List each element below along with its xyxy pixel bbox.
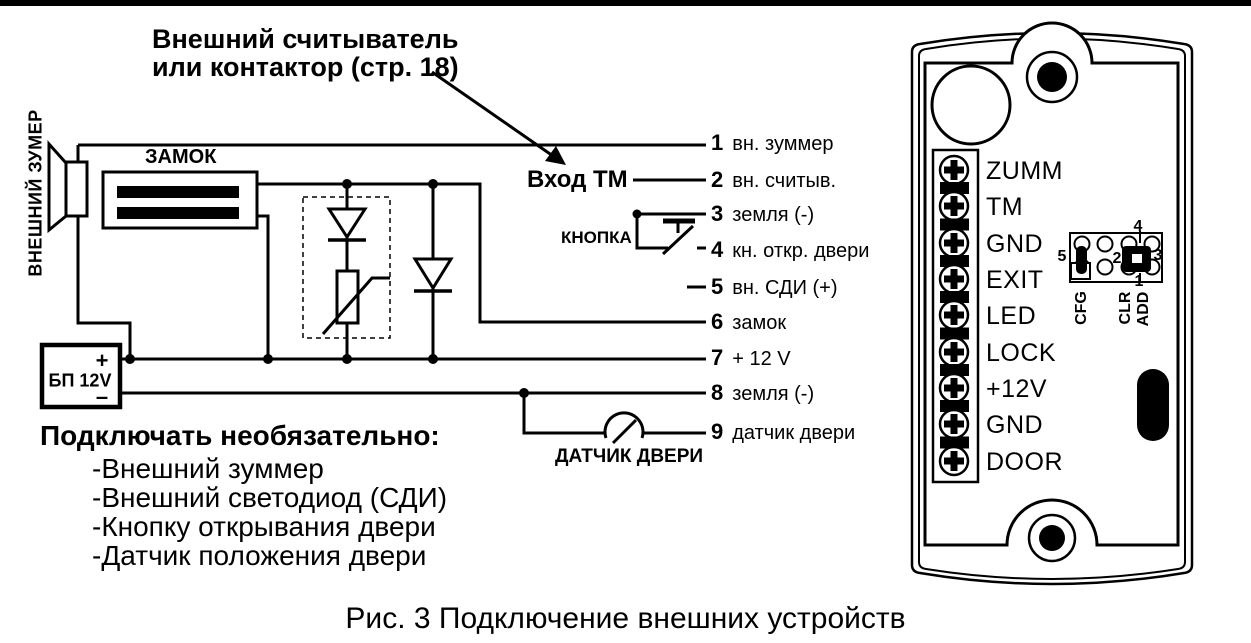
terminal-number: 8 <box>711 380 724 405</box>
terminal-number: 7 <box>711 345 724 370</box>
terminal-label: вн. зуммер <box>732 133 834 155</box>
jumper-label-add: ADD <box>1135 291 1152 327</box>
top-rule <box>0 0 1251 6</box>
board-label-zumm: ZUMM <box>986 157 1063 185</box>
board-label-lock: LOCK <box>986 339 1057 367</box>
callout-line1: Внешний считыватель <box>152 24 459 54</box>
terminal-screws <box>938 154 970 477</box>
optional-note-item: -Внешний зуммер <box>92 453 324 484</box>
terminal-row-6: 6 замок <box>711 309 786 335</box>
schematic-wires <box>76 143 706 435</box>
jumper-pin-1: 1 <box>1134 273 1144 290</box>
terminal-row-9: 9 датчик двери <box>711 419 855 445</box>
board-label-exit: EXIT <box>986 266 1044 294</box>
protection-circuit <box>302 184 454 359</box>
jumper-pin-4: 4 <box>1133 218 1143 235</box>
jumper-pin-3: 3 <box>1153 247 1163 264</box>
terminal-row-3: 3 земля (-) <box>711 201 814 227</box>
board-label-gnd2: GND <box>986 411 1044 439</box>
terminal-number: 5 <box>711 274 724 299</box>
junction-dots <box>125 179 529 398</box>
terminal-number: 3 <box>711 201 724 226</box>
jumper-header <box>1069 231 1163 283</box>
jumper-pin-2: 2 <box>1112 250 1122 267</box>
optional-note-item: -Внешний светодиод (СДИ) <box>92 482 448 513</box>
lock-label: ЗАМОК <box>145 146 217 168</box>
terminal-number: 1 <box>711 130 724 155</box>
terminal-label: замок <box>732 312 787 334</box>
mount-screw-top <box>1025 50 1079 104</box>
psu-label: БП 12V <box>48 370 112 391</box>
terminal-row-5: 5 вн. СДИ (+) <box>711 274 838 300</box>
optional-note-item: -Датчик положения двери <box>92 540 427 571</box>
button-symbol <box>632 209 706 256</box>
terminal-label: кн. откр. двери <box>732 240 870 262</box>
door-sensor-label: ДАТЧИК ДВЕРИ <box>555 446 704 467</box>
optional-note-item: -Кнопку открывания двери <box>92 511 436 542</box>
terminal-row-8: 8 земля (-) <box>711 380 814 406</box>
figure-caption: Рис. 3 Подключение внешних устройств <box>345 602 906 635</box>
board-label-door: DOOR <box>986 448 1063 476</box>
psu-box <box>39 342 123 410</box>
controller-board <box>910 21 1194 586</box>
terminal-label: земля (-) <box>732 204 815 226</box>
external-buzzer-label: ВНЕШНИЙ ЗУМЕР <box>25 109 46 277</box>
callout-arrow <box>431 70 566 165</box>
terminal-number: 4 <box>711 237 724 262</box>
led-slot <box>1137 369 1169 441</box>
jumper-cap-cfg <box>1076 246 1087 274</box>
jumper-label-clr: CLR <box>1117 291 1134 325</box>
jumper-pin-5: 5 <box>1057 248 1067 265</box>
terminal-row-2: 2 вн. считыв. <box>711 167 836 193</box>
terminal-label: земля (-) <box>732 383 815 405</box>
callout-line2: или контактор (стр. 18) <box>152 52 459 82</box>
terminal-label: вн. СДИ (+) <box>732 277 838 299</box>
terminal-number: 6 <box>711 309 724 334</box>
door-sensor-symbol <box>603 411 645 445</box>
terminal-row-7: 7 + 12 V <box>711 345 791 371</box>
mount-screw-bottom <box>1027 513 1077 563</box>
terminal-number: 9 <box>711 419 724 444</box>
optional-note-header: Подключать необязательно: <box>40 420 440 451</box>
pcb-outline <box>923 21 1180 547</box>
psu-minus-sign: – <box>95 384 109 409</box>
board-buzzer-circle <box>930 64 1012 146</box>
lock-symbol <box>101 170 259 230</box>
board-label-gnd1: GND <box>986 230 1044 258</box>
psu-plus-sign: + <box>95 348 109 373</box>
terminal-row-4: 4 кн. откр. двери <box>711 237 869 263</box>
button-label: КНОПКА <box>561 228 632 247</box>
terminal-number: 2 <box>711 167 724 192</box>
terminal-label: + 12 V <box>732 348 791 370</box>
jumper-label-cfg: CFG <box>1073 291 1090 325</box>
board-label-led: LED <box>986 302 1037 330</box>
terminal-row-1: 1 вн. зуммер <box>711 130 834 156</box>
tm-input-label: Вход ТМ <box>527 166 628 193</box>
board-label-12v: +12V <box>986 375 1048 403</box>
terminal-label: вн. считыв. <box>732 170 837 192</box>
board-label-tm: TM <box>986 193 1024 221</box>
external-buzzer-symbol <box>47 140 89 234</box>
terminal-label: датчик двери <box>732 422 856 444</box>
